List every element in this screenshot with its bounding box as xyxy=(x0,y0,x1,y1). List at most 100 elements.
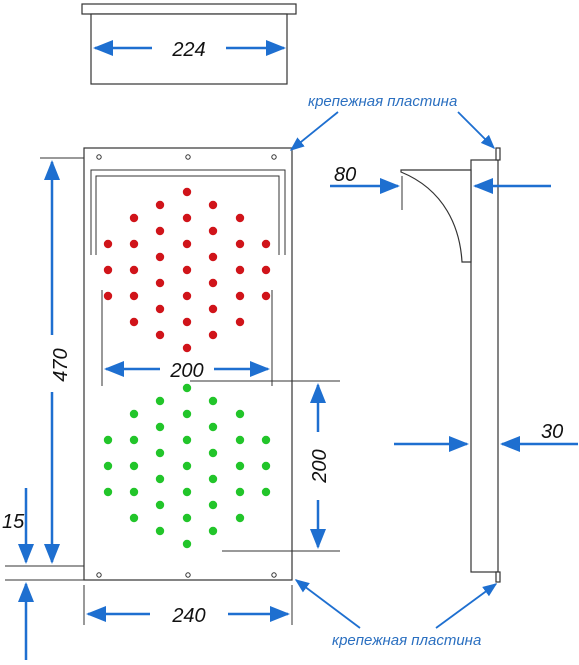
green-led xyxy=(208,474,218,484)
red-led xyxy=(235,291,245,301)
red-led xyxy=(261,291,271,301)
green-led xyxy=(261,461,271,471)
red-led xyxy=(261,239,271,249)
bottom-gap-label: 15 xyxy=(2,511,25,533)
green-led xyxy=(182,461,192,471)
bracket-label: 80 xyxy=(334,164,356,186)
red-led xyxy=(129,291,139,301)
green-led xyxy=(208,396,218,406)
plate-top-arrow-front xyxy=(289,111,339,151)
green-led xyxy=(129,409,139,419)
plate-top-arrow-side xyxy=(457,111,496,150)
red-led xyxy=(182,187,192,197)
red-led xyxy=(208,278,218,288)
red-led xyxy=(208,226,218,236)
red-led xyxy=(103,239,113,249)
side-view-body xyxy=(470,159,499,573)
green-led xyxy=(261,435,271,445)
width-label: 240 xyxy=(171,605,205,627)
red-led xyxy=(182,317,192,327)
red-led xyxy=(129,317,139,327)
side-plate-bottom xyxy=(495,571,501,583)
green-led xyxy=(129,487,139,497)
green-height-dimension: 200 xyxy=(190,380,340,552)
green-led xyxy=(208,526,218,536)
green-led xyxy=(182,487,192,497)
depth-label: 30 xyxy=(541,421,563,443)
green-led xyxy=(182,435,192,445)
green-led-array xyxy=(103,383,271,549)
green-led xyxy=(261,487,271,497)
red-led xyxy=(235,213,245,223)
red-led xyxy=(103,291,113,301)
red-led xyxy=(155,252,165,262)
side-visor-bracket xyxy=(400,169,472,263)
green-led xyxy=(235,409,245,419)
visor-inner xyxy=(95,175,280,255)
red-led xyxy=(155,278,165,288)
red-led xyxy=(208,330,218,340)
plate-bottom-arrow-side xyxy=(435,583,498,629)
green-led xyxy=(155,474,165,484)
red-led xyxy=(208,304,218,314)
plate-bottom-arrow-front xyxy=(294,579,361,629)
red-led xyxy=(155,304,165,314)
red-led xyxy=(155,330,165,340)
green-led xyxy=(155,448,165,458)
red-led xyxy=(182,213,192,223)
green-led xyxy=(182,409,192,419)
mounting-holes xyxy=(96,154,277,578)
red-led xyxy=(129,239,139,249)
red-led xyxy=(235,239,245,249)
green-height-label: 200 xyxy=(309,449,331,483)
red-width-label: 200 xyxy=(169,360,203,382)
plate-label-bottom: крепежная пластина xyxy=(332,632,481,649)
red-led xyxy=(129,265,139,275)
red-led xyxy=(208,252,218,262)
green-led xyxy=(208,422,218,432)
green-led xyxy=(208,448,218,458)
width-dimension: 240 xyxy=(83,585,293,627)
top-width-label: 224 xyxy=(171,39,205,61)
red-led xyxy=(208,200,218,210)
top-view-lid xyxy=(81,3,297,15)
visor-outer xyxy=(90,169,286,255)
green-led xyxy=(182,383,192,393)
green-led xyxy=(103,487,113,497)
red-width-dimension: 200 xyxy=(101,290,273,386)
green-led xyxy=(155,526,165,536)
red-led xyxy=(103,265,113,275)
red-led xyxy=(235,317,245,327)
side-plate-top xyxy=(495,147,501,161)
red-led xyxy=(155,226,165,236)
side-view: 80 30 xyxy=(330,147,578,583)
red-led xyxy=(182,239,192,249)
green-led xyxy=(103,435,113,445)
green-led xyxy=(129,513,139,523)
green-led xyxy=(155,396,165,406)
green-led xyxy=(235,487,245,497)
green-led xyxy=(235,435,245,445)
green-led xyxy=(235,461,245,471)
red-led xyxy=(235,265,245,275)
height-label: 470 xyxy=(50,348,72,381)
red-led-array xyxy=(103,187,271,353)
green-led xyxy=(208,500,218,510)
green-led xyxy=(235,513,245,523)
height-dimension: 470 xyxy=(40,157,84,564)
plate-callouts: крепежная пластина крепежная пластина xyxy=(289,93,498,649)
green-led xyxy=(129,461,139,471)
red-led xyxy=(129,213,139,223)
bottom-gap-dimension: 15 xyxy=(2,488,84,660)
red-led xyxy=(182,291,192,301)
red-led xyxy=(182,343,192,353)
green-led xyxy=(155,422,165,432)
green-led xyxy=(182,513,192,523)
green-led xyxy=(129,435,139,445)
green-led xyxy=(182,539,192,549)
red-led xyxy=(155,200,165,210)
red-led xyxy=(182,265,192,275)
green-led xyxy=(155,500,165,510)
red-led xyxy=(261,265,271,275)
